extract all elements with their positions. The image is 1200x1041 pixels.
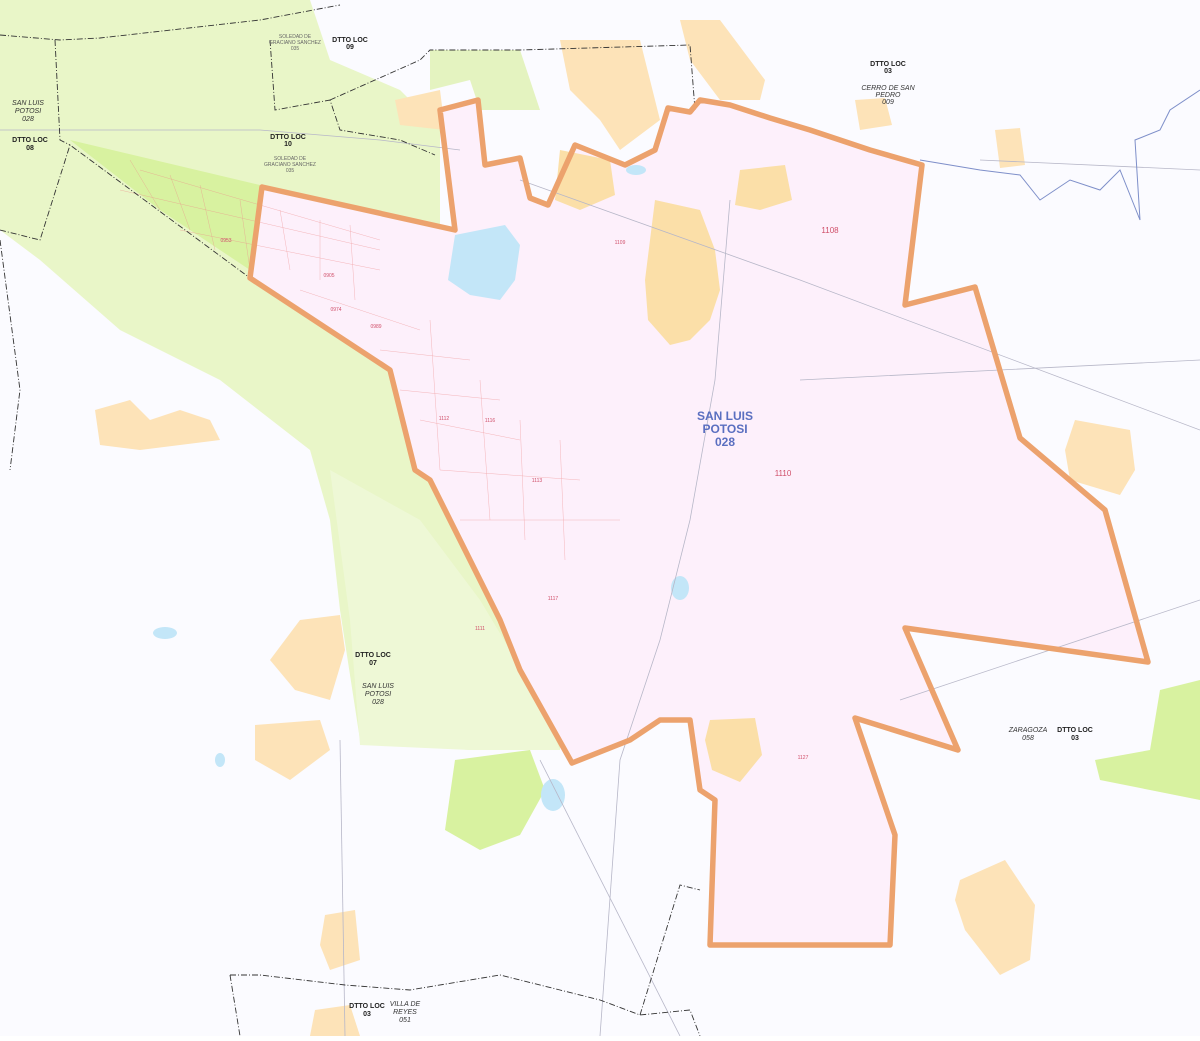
reservoir[interactable] [448,225,520,300]
svg-text:07: 07 [369,660,377,667]
svg-text:CERRO DE SAN: CERRO DE SAN [861,85,915,92]
district-label-08-muni: SAN LUIS POTOSI 028 [12,100,44,123]
svg-text:DTTO LOC: DTTO LOC [12,137,48,144]
section-label-1109: 1109 [615,240,626,246]
svg-text:028: 028 [22,116,34,123]
urban-area-north-outer [560,40,660,150]
pond-north [626,165,646,175]
urban-area-south-2 [320,910,360,970]
urban-area-northeast-far [995,128,1025,168]
district-09-area [430,50,540,110]
pond-center [671,576,689,600]
main-label-line1: SAN LUIS [697,409,753,423]
svg-text:DTTO LOC: DTTO LOC [332,37,368,44]
svg-text:028: 028 [372,699,384,706]
pond-south [541,779,565,811]
svg-text:10: 10 [284,141,292,148]
section-label-1111: 1111 [475,626,485,632]
urban-area-north [555,150,615,210]
main-label-line3: 028 [715,435,735,449]
urban-area-southeast [955,860,1035,975]
district-label-03-east: ZARAGOZA 058 DTTO LOC 03 [1008,727,1093,742]
svg-text:GRACIANO SANCHEZ: GRACIANO SANCHEZ [264,162,316,168]
urban-area-center [645,200,720,345]
section-label-0905: 0905 [323,273,334,279]
svg-text:SAN LUIS: SAN LUIS [362,683,394,690]
svg-text:REYES: REYES [393,1009,417,1016]
svg-text:DTTO LOC: DTTO LOC [270,134,306,141]
district-label-09: SOLEDAD DE GRACIANO SANCHEZ 035 DTTO LOC… [269,34,368,52]
svg-text:DTTO LOC: DTTO LOC [870,61,906,68]
svg-text:051: 051 [399,1017,411,1024]
svg-text:SAN LUIS: SAN LUIS [12,100,44,107]
svg-text:03: 03 [884,68,892,75]
svg-text:GRACIANO SANCHEZ: GRACIANO SANCHEZ [269,40,321,46]
section-label-1127: 1127 [798,755,809,761]
green-area-far-east [1095,680,1200,800]
district-label-07: DTTO LOC 07 SAN LUIS POTOSI 028 [355,652,394,706]
district-label-10: DTTO LOC 10 SOLEDAD DE GRACIANO SANCHEZ … [264,134,316,174]
urban-area-northeast-outer [855,98,892,130]
urban-area-bottom [310,1005,360,1036]
svg-text:SOLEDAD DE: SOLEDAD DE [274,156,307,162]
svg-text:03: 03 [1071,735,1079,742]
urban-area-north-west [395,90,445,130]
svg-text:VILLA DE: VILLA DE [390,1001,421,1008]
svg-text:PEDRO: PEDRO [876,92,901,99]
svg-text:ZARAGOZA: ZARAGOZA [1008,727,1048,734]
section-label-0953: 0953 [220,238,231,244]
district-label-03-south: DTTO LOC 03 VILLA DE REYES 051 [349,1001,420,1024]
district-028-area[interactable] [250,100,1148,945]
svg-text:009: 009 [882,99,894,106]
section-label-1110: 1110 [775,469,792,478]
district-label-03-north: DTTO LOC 03 CERRO DE SAN PEDRO 009 [861,61,915,106]
green-area-south-lower [445,750,545,850]
main-label-line2: POTOSI [702,422,747,436]
svg-text:DTTO LOC: DTTO LOC [349,1003,385,1010]
urban-area-southwest-2 [255,720,330,780]
pond-west [153,627,177,639]
urban-area-east [1065,420,1135,495]
section-label-1116: 1116 [485,418,496,424]
section-label-1113: 1113 [532,478,543,484]
svg-text:035: 035 [286,168,295,174]
svg-text:POTOSI: POTOSI [15,108,41,115]
svg-text:09: 09 [346,44,354,51]
svg-text:035: 035 [291,46,300,52]
section-label-0989: 0989 [370,324,381,330]
section-lines [119,159,620,561]
svg-text:DTTO LOC: DTTO LOC [355,652,391,659]
section-label-1112: 1112 [439,416,450,422]
district-07-area [330,470,560,750]
district-label-08: DTTO LOC 08 [12,137,48,152]
urban-area-northeast [735,165,792,210]
urban-area-south [705,718,762,782]
svg-text:SOLEDAD DE: SOLEDAD DE [279,34,312,40]
svg-text:DTTO LOC: DTTO LOC [1057,727,1093,734]
urban-area-southwest [270,615,345,700]
urban-area-west [95,400,220,450]
section-label-1117: 1117 [548,596,559,602]
river [919,89,1200,221]
svg-text:03: 03 [363,1011,371,1018]
section-label-1108: 1108 [821,226,839,235]
district-028-border [247,97,1151,948]
svg-text:08: 08 [26,145,34,152]
svg-text:058: 058 [1022,735,1034,742]
section-label-0974: 0974 [330,307,341,313]
pond-sw [215,753,225,767]
district-boundaries [0,4,701,1037]
svg-text:POTOSI: POTOSI [365,691,391,698]
urban-area-north-outer-2 [680,20,765,100]
